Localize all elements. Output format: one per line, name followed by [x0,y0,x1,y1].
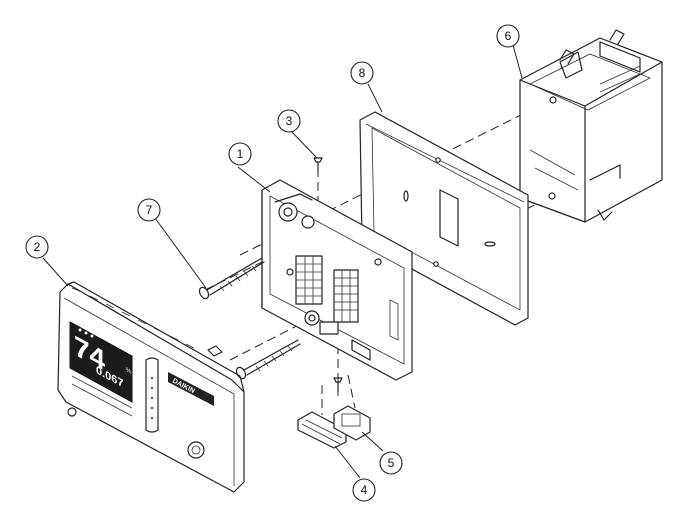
callout-label-3: 3 [286,114,293,128]
callout-label-5: 5 [388,456,395,470]
brand-badge [168,372,214,406]
mounting-screw-lower [235,339,301,380]
callout-label-1: 1 [237,147,244,161]
sub-base-plate [261,179,413,381]
status-indicator-icon [84,331,88,335]
callout-label-7: 7 [146,203,153,217]
thermostat-front-unit: 74 °F 0.067 % DAIKIN [57,281,245,493]
sensor-button [187,441,205,459]
wall-plate [359,111,529,326]
terminal-block-right [333,269,359,323]
display-secondary-unit: % [126,366,132,376]
slider-dots [151,377,153,419]
callout-3: 3 [277,109,301,133]
status-indicator-icon [78,328,82,332]
soft-key-row [71,375,133,417]
callout-1: 1 [228,142,252,166]
logo-icon [67,407,77,417]
connector-part-5 [333,405,371,441]
leader-lines [42,44,523,479]
mounting-screw-upper [198,257,265,300]
callout-2: 2 [25,235,49,259]
touch-slider [145,357,159,433]
status-indicator-icon [90,334,94,338]
electrical-box [519,29,663,223]
callout-label-4: 4 [361,483,368,497]
callout-7: 7 [137,198,161,222]
callout-6: 6 [496,24,520,48]
small-screw-top [313,157,323,173]
connector-part-4 [297,411,347,449]
terminal-block-left [295,255,323,305]
callout-4: 4 [352,478,376,502]
display-temperature-unit: °F [112,334,120,348]
callout-label-6: 6 [505,29,512,43]
callout-8: 8 [350,61,374,85]
display-screen [69,321,133,403]
small-screw-bottom [333,377,343,393]
callout-label-2: 2 [34,240,41,254]
callout-5: 5 [379,451,403,475]
callout-label-8: 8 [359,66,366,80]
